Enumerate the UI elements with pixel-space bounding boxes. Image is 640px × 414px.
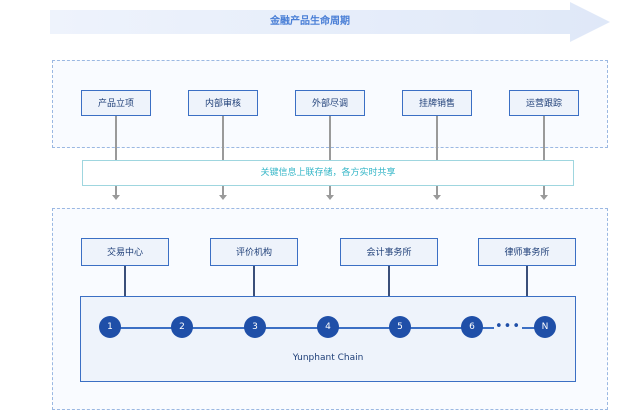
phase-box: 运营跟踪 [509,90,579,116]
lifecycle-title: 金融产品生命周期 [270,16,350,27]
chain-node: 2 [171,316,193,338]
participant-box: 交易中心 [81,238,169,266]
chain-node: 5 [389,316,411,338]
down-arrow-icon [112,195,120,200]
down-arrow-icon [326,195,334,200]
chain-node: 3 [244,316,266,338]
phase-connector [436,116,438,160]
phase-box: 挂牌销售 [402,90,472,116]
participant-connector [253,266,255,296]
participant-connector [388,266,390,296]
phase-connector [222,116,224,160]
chain-name: Yunphant Chain [292,353,364,363]
shared-info-bar: 关键信息上联存储，各方实时共享 [82,160,574,186]
down-arrow-stem [222,186,224,196]
participant-box: 评价机构 [210,238,298,266]
lifecycle-banner-arrow [50,2,610,42]
down-arrow-stem [329,186,331,196]
down-arrow-icon [540,195,548,200]
phase-connector [543,116,545,160]
phase-connector [329,116,331,160]
participant-box: 会计事务所 [340,238,438,266]
chain-ellipsis: ••• [494,318,522,336]
down-arrow-icon [433,195,441,200]
phase-connector [115,116,117,160]
phase-box: 外部尽调 [295,90,365,116]
participant-connector [526,266,528,296]
chain-node: 6 [461,316,483,338]
chain-node: 1 [99,316,121,338]
blockchain-box [80,296,576,382]
participant-connector [124,266,126,296]
phase-box: 内部审核 [188,90,258,116]
down-arrow-stem [436,186,438,196]
down-arrow-stem [543,186,545,196]
down-arrow-icon [219,195,227,200]
participant-box: 律师事务所 [478,238,576,266]
chain-node: 4 [317,316,339,338]
chain-node-last: N [534,316,556,338]
phase-box: 产品立项 [81,90,151,116]
down-arrow-stem [115,186,117,196]
